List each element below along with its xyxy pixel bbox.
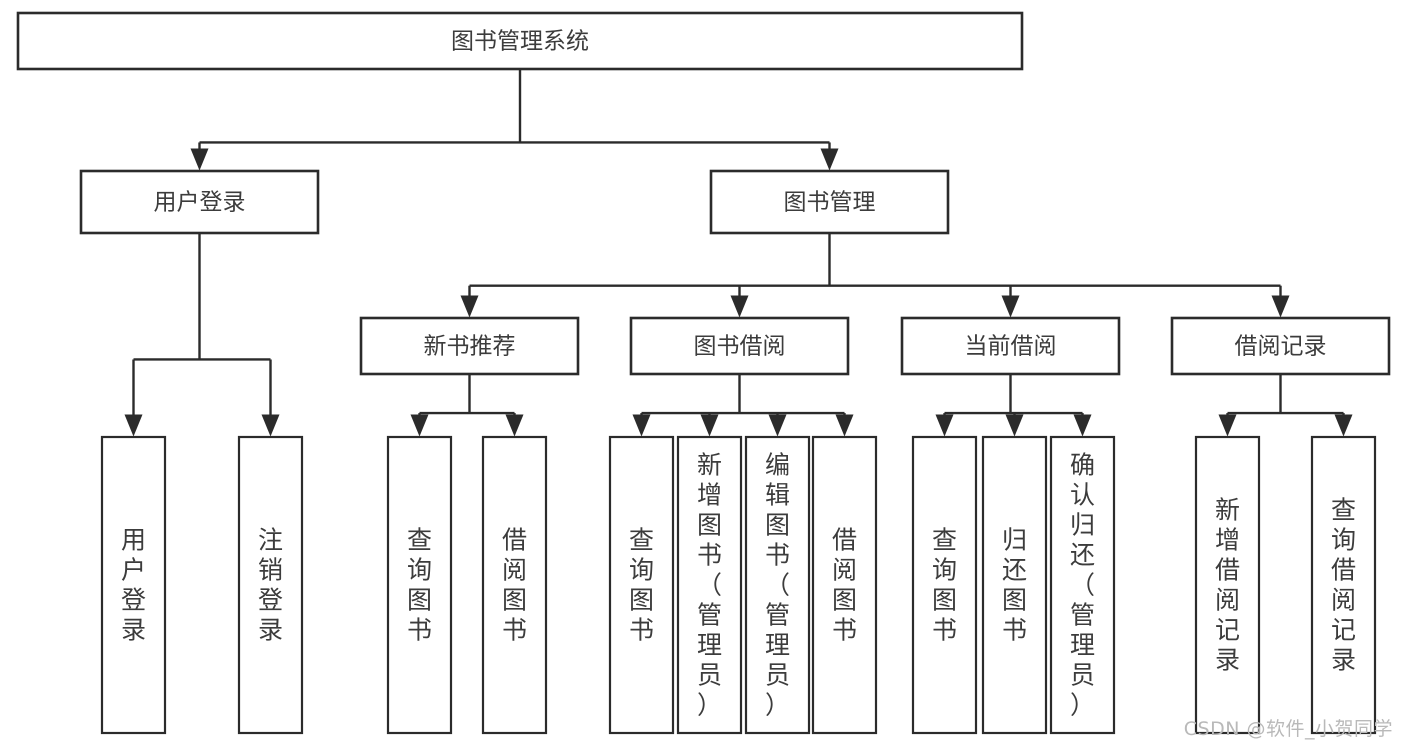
node-leaf-return-book[interactable]: 归还图书 <box>981 435 1048 735</box>
node-leaf-borrow-book[interactable]: 借阅图书 <box>811 435 878 735</box>
arrow-head-leaf-user-login <box>124 414 143 437</box>
node-label-leaf-query-borrow-record: 查询借阅记录 <box>1331 495 1356 674</box>
node-box-leaf-return-book <box>981 435 1048 735</box>
node-new-book-recommend[interactable]: 新书推荐 <box>359 316 580 376</box>
arrow-head-leaf-query-borrow-record <box>1334 414 1353 437</box>
arrow-head-leaf-confirm-return-admin <box>1073 414 1092 437</box>
node-user-login[interactable]: 用户登录 <box>79 169 320 235</box>
arrow-head-leaf-add-borrow-record <box>1218 414 1237 437</box>
node-borrow-records[interactable]: 借阅记录 <box>1170 316 1391 376</box>
node-book-management[interactable]: 图书管理 <box>709 169 950 235</box>
node-current-borrow[interactable]: 当前借阅 <box>900 316 1121 376</box>
node-leaf-query-book-current[interactable]: 查询图书 <box>911 435 978 735</box>
node-label-leaf-add-borrow-record: 新增借阅记录 <box>1215 495 1240 674</box>
node-label-leaf-query-book-current: 查询图书 <box>932 525 957 644</box>
node-label-leaf-user-logout: 注销登录 <box>258 525 283 644</box>
node-box-book-borrow <box>629 316 850 376</box>
node-box-leaf-add-borrow-record <box>1194 435 1261 735</box>
node-box-leaf-user-logout <box>237 435 304 735</box>
node-leaf-query-book-recommend[interactable]: 查询图书 <box>386 435 453 735</box>
node-label-root: 图书管理系统 <box>451 29 589 55</box>
node-label-book-management: 图书管理 <box>784 190 876 216</box>
node-leaf-borrow-book-recommend[interactable]: 借阅图书 <box>481 435 548 735</box>
node-box-leaf-query-borrow-record <box>1310 435 1377 735</box>
arrow-head-leaf-add-book-admin <box>700 414 719 437</box>
node-label-leaf-edit-book-admin: 编辑图书（管理员） <box>765 450 790 719</box>
node-box-leaf-user-login <box>100 435 167 735</box>
node-box-leaf-query-book-recommend <box>386 435 453 735</box>
node-box-leaf-edit-book-admin <box>744 435 811 735</box>
node-box-new-book-recommend <box>359 316 580 376</box>
arrow-head-current-borrow <box>1001 295 1020 318</box>
node-leaf-add-book-admin[interactable]: 新增图书（管理员） <box>676 435 743 735</box>
node-label-user-login: 用户登录 <box>154 190 246 216</box>
arrow-head-leaf-user-logout <box>261 414 280 437</box>
node-box-leaf-borrow-book-recommend <box>481 435 548 735</box>
connector-layer <box>124 69 1353 437</box>
node-box-leaf-query-book-borrow <box>608 435 675 735</box>
arrow-head-leaf-query-book-borrow <box>632 414 651 437</box>
arrow-head-user-login <box>190 148 209 171</box>
node-box-root <box>16 11 1024 71</box>
arrow-head-leaf-return-book <box>1005 414 1024 437</box>
node-leaf-query-borrow-record[interactable]: 查询借阅记录 <box>1310 435 1377 735</box>
arrow-head-new-book-recommend <box>460 295 479 318</box>
arrow-head-borrow-records <box>1271 295 1290 318</box>
node-label-book-borrow: 图书借阅 <box>694 334 786 360</box>
node-box-leaf-confirm-return-admin <box>1049 435 1116 735</box>
arrow-head-book-management <box>820 148 839 171</box>
node-label-new-book-recommend: 新书推荐 <box>424 334 516 360</box>
node-leaf-add-borrow-record[interactable]: 新增借阅记录 <box>1194 435 1261 735</box>
node-box-leaf-borrow-book <box>811 435 878 735</box>
node-leaf-user-logout[interactable]: 注销登录 <box>237 435 304 735</box>
arrow-head-leaf-query-book-current <box>935 414 954 437</box>
node-box-user-login <box>79 169 320 235</box>
node-root[interactable]: 图书管理系统 <box>16 11 1024 71</box>
node-label-leaf-add-book-admin: 新增图书（管理员） <box>697 450 722 719</box>
node-box-current-borrow <box>900 316 1121 376</box>
node-label-leaf-user-login: 用户登录 <box>121 525 146 644</box>
node-leaf-edit-book-admin[interactable]: 编辑图书（管理员） <box>744 435 811 735</box>
node-box-borrow-records <box>1170 316 1391 376</box>
arrow-head-leaf-borrow-book-recommend <box>505 414 524 437</box>
node-label-leaf-confirm-return-admin: 确认归还（管理员） <box>1070 450 1095 719</box>
node-label-leaf-query-book-recommend: 查询图书 <box>407 525 432 644</box>
arrow-head-leaf-borrow-book <box>835 414 854 437</box>
node-label-borrow-records: 借阅记录 <box>1235 334 1327 360</box>
node-label-leaf-return-book: 归还图书 <box>1002 525 1027 644</box>
node-label-leaf-query-book-borrow: 查询图书 <box>629 525 654 644</box>
node-label-leaf-borrow-book-recommend: 借阅图书 <box>502 525 527 644</box>
node-box-leaf-query-book-current <box>911 435 978 735</box>
node-leaf-confirm-return-admin[interactable]: 确认归还（管理员） <box>1049 435 1116 735</box>
node-book-borrow[interactable]: 图书借阅 <box>629 316 850 376</box>
node-label-leaf-borrow-book: 借阅图书 <box>832 525 857 644</box>
arrow-head-leaf-query-book-recommend <box>410 414 429 437</box>
arrow-head-leaf-edit-book-admin <box>768 414 787 437</box>
node-label-current-borrow: 当前借阅 <box>965 334 1057 360</box>
node-layer: 图书管理系统用户登录图书管理新书推荐图书借阅当前借阅借阅记录用户登录注销登录查询… <box>16 11 1391 735</box>
node-leaf-user-login[interactable]: 用户登录 <box>100 435 167 735</box>
node-box-book-management <box>709 169 950 235</box>
arrow-head-book-borrow <box>730 295 749 318</box>
node-box-leaf-add-book-admin <box>676 435 743 735</box>
node-leaf-query-book-borrow[interactable]: 查询图书 <box>608 435 675 735</box>
